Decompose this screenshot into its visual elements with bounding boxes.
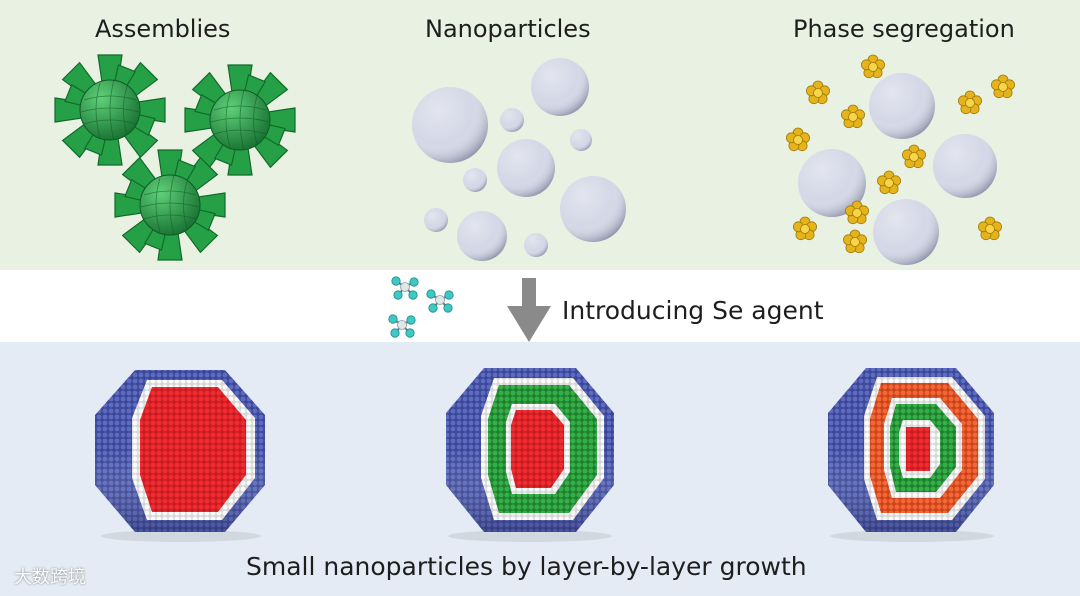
watermark-text: 大数跨境 [14,567,86,588]
nanoparticle-green-ring [446,368,614,542]
green-assembly-1 [54,54,166,166]
assemblies-label: Assemblies [95,15,231,43]
phase-segregation-label: Phase segregation [793,15,1015,43]
phase-segregation-cluster [786,54,1015,265]
nanoparticle-orange-ring [828,368,994,542]
se-agent-label: Introducing Se agent [562,296,824,325]
se-agent-molecules [387,275,455,339]
nanoparticles-label: Nanoparticles [425,15,591,43]
nanoparticle-cluster [412,58,626,261]
green-assembly-3 [114,149,226,261]
layer-growth-label: Small nanoparticles by layer-by-layer gr… [246,552,807,581]
down-arrow-icon [507,278,551,342]
nanoparticle-red-core [95,370,265,542]
